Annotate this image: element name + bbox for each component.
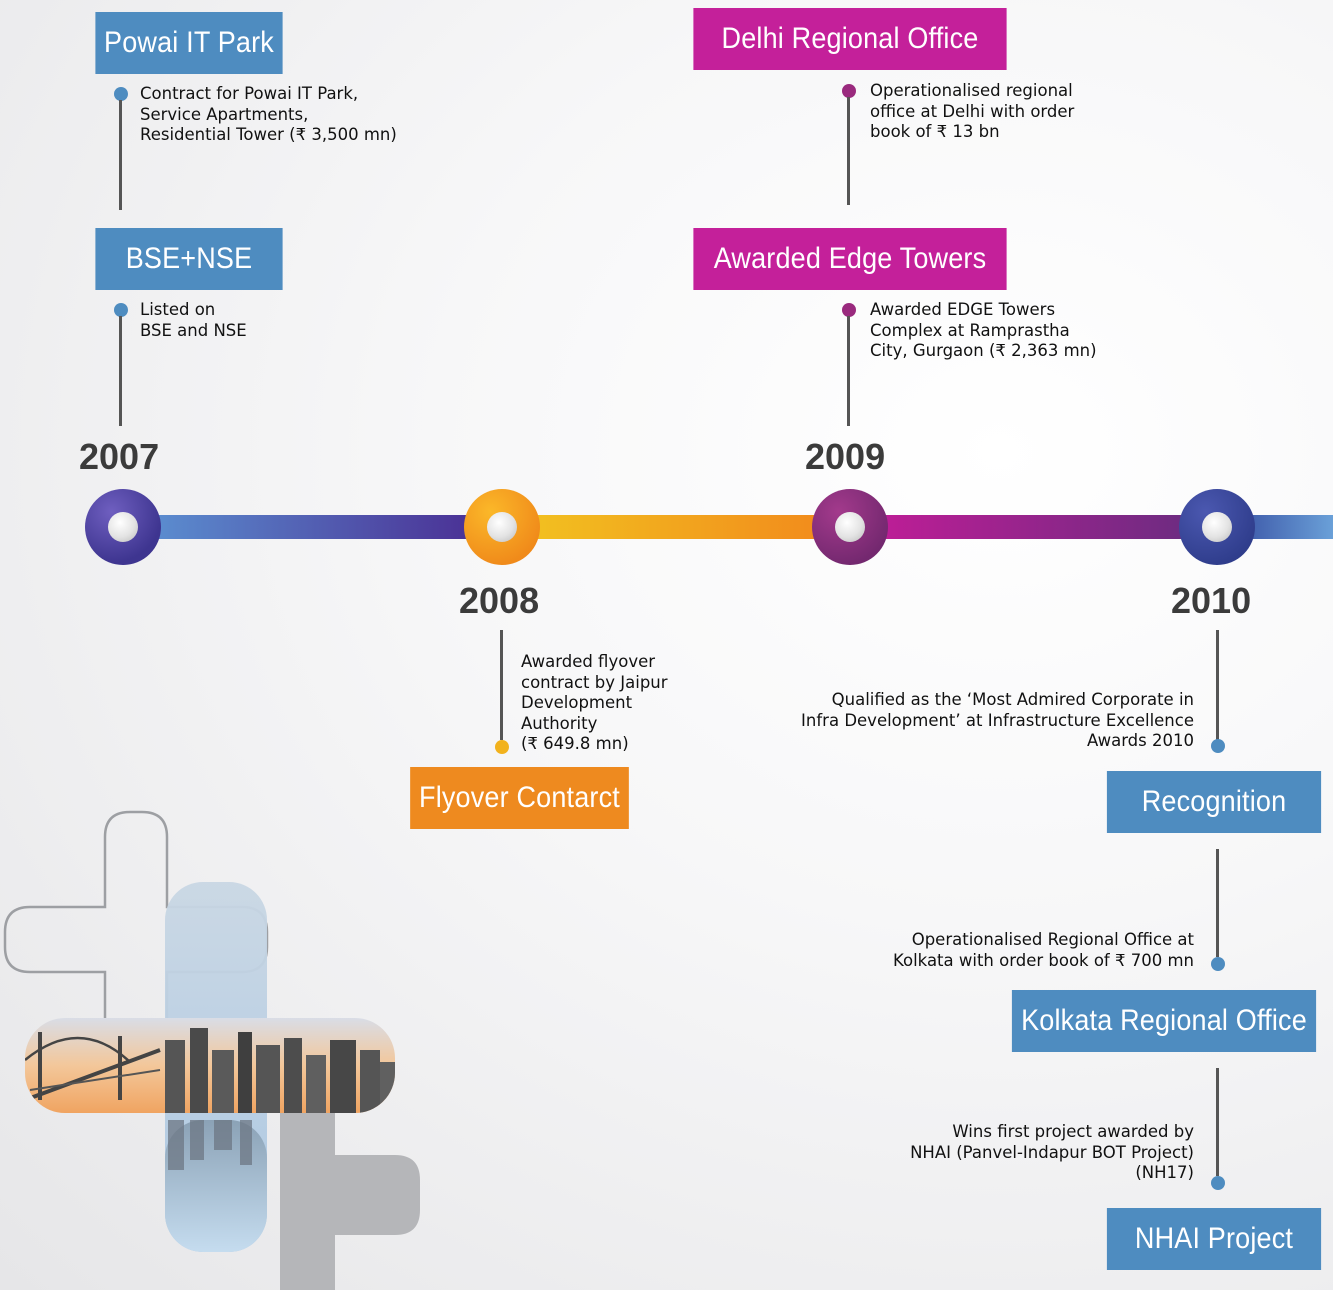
bse-nse-label: BSE+NSE [95, 228, 283, 290]
flyover-dot-icon [495, 740, 509, 754]
timeline-node-2009 [812, 489, 888, 565]
timeline-node-2010 [1179, 489, 1255, 565]
bse-nse-dot-icon [114, 303, 128, 317]
powai-description: Contract for Powai IT Park, Service Apar… [140, 84, 397, 144]
flyover-connector [500, 630, 503, 740]
powai-it-park-label: Powai IT Park [95, 12, 283, 74]
recognition-description: Qualified as the ‘Most Admired Corporate… [801, 690, 1194, 750]
kolkata-dot-icon [1211, 957, 1225, 971]
flyover-contract-label: Flyover Contarct [410, 767, 629, 829]
bse-nse-connector [119, 316, 122, 426]
node-center-icon [108, 512, 138, 542]
node-center-icon [1202, 512, 1232, 542]
edge-towers-label: Awarded Edge Towers [693, 228, 1007, 290]
timeline-node-2007 [85, 489, 161, 565]
nhai-description: Wins first project awarded by NHAI (Panv… [910, 1122, 1194, 1182]
flyover-contract-title: Flyover Contarct [419, 781, 620, 814]
bse-nse-title: BSE+NSE [125, 242, 253, 275]
nhai-connector [1216, 1068, 1219, 1176]
timeline-bar [150, 515, 1333, 539]
nhai-project-label: NHAI Project [1106, 1208, 1322, 1270]
timeline-node-2008 [464, 489, 540, 565]
powai-it-park-title: Powai IT Park [104, 26, 274, 59]
nhai-dot-icon [1211, 1176, 1225, 1190]
recognition-connector [1216, 630, 1219, 740]
edge-towers-title: Awarded Edge Towers [713, 242, 987, 275]
recognition-label: Recognition [1106, 771, 1322, 833]
flyover-description: Awarded flyover contract by Jaipur Devel… [521, 652, 668, 753]
year-2007: 2007 [79, 436, 160, 477]
kolkata-connector [1216, 849, 1219, 957]
recognition-dot-icon [1211, 739, 1225, 753]
edge-dot-icon [842, 303, 856, 317]
year-2008: 2008 [459, 580, 540, 621]
powai-connector [119, 100, 122, 210]
powai-dot-icon [114, 87, 128, 101]
year-2010: 2010 [1171, 580, 1252, 621]
plus-cityscape-decoration-icon [3, 810, 420, 1290]
year-2009: 2009 [805, 436, 886, 477]
edge-connector [847, 316, 850, 426]
kolkata-regional-office-title: Kolkata Regional Office [1021, 1004, 1307, 1037]
delhi-connector [847, 97, 850, 205]
node-center-icon [835, 512, 865, 542]
delhi-dot-icon [842, 84, 856, 98]
delhi-description: Operationalised regional office at Delhi… [870, 81, 1075, 141]
kolkata-description: Operationalised Regional Office at Kolka… [893, 930, 1194, 970]
delhi-regional-office-label: Delhi Regional Office [693, 8, 1007, 70]
node-center-icon [487, 512, 517, 542]
recognition-title: Recognition [1141, 785, 1287, 818]
edge-description: Awarded EDGE Towers Complex at Ramprasth… [870, 300, 1097, 360]
delhi-regional-office-title: Delhi Regional Office [721, 22, 979, 55]
nhai-project-title: NHAI Project [1134, 1222, 1294, 1255]
kolkata-regional-office-label: Kolkata Regional Office [1011, 990, 1317, 1052]
bse-nse-description: Listed on BSE and NSE [140, 300, 247, 340]
